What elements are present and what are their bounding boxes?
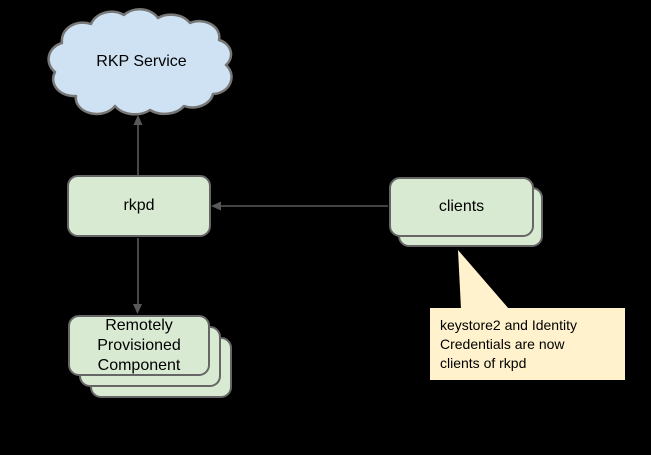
cloud-node-label: RKP Service	[96, 53, 187, 70]
arrowhead-left-icon	[211, 201, 221, 211]
callout-text-line: keystore2 and Identity	[440, 317, 577, 333]
rkpd-node-label: rkpd	[123, 197, 155, 214]
callout-pointer	[458, 250, 509, 309]
callout-text-line: Credentials are now	[440, 336, 565, 352]
cloud-shape	[47, 8, 233, 116]
rpc-label-line: Remotely	[105, 316, 173, 334]
rkpd-node: rkpd	[67, 175, 211, 237]
arrowhead-up-icon	[133, 115, 143, 125]
rpc-label-line: Component	[97, 356, 181, 374]
callout-note: keystore2 and Identity Credentials are n…	[430, 308, 625, 380]
callout-text-line: clients of rkpd	[440, 355, 527, 371]
rpc-label-line: Provisioned	[97, 336, 181, 354]
cloud-node-rkp-service: RKP Service	[48, 10, 235, 114]
rpc-node: Remotely Provisioned Component	[68, 315, 210, 376]
clients-node-label: clients	[438, 198, 485, 215]
arrowhead-down-icon	[133, 304, 142, 314]
rpc-node-label: Remotely Provisioned Component	[70, 317, 208, 374]
clients-node: clients	[389, 177, 534, 237]
